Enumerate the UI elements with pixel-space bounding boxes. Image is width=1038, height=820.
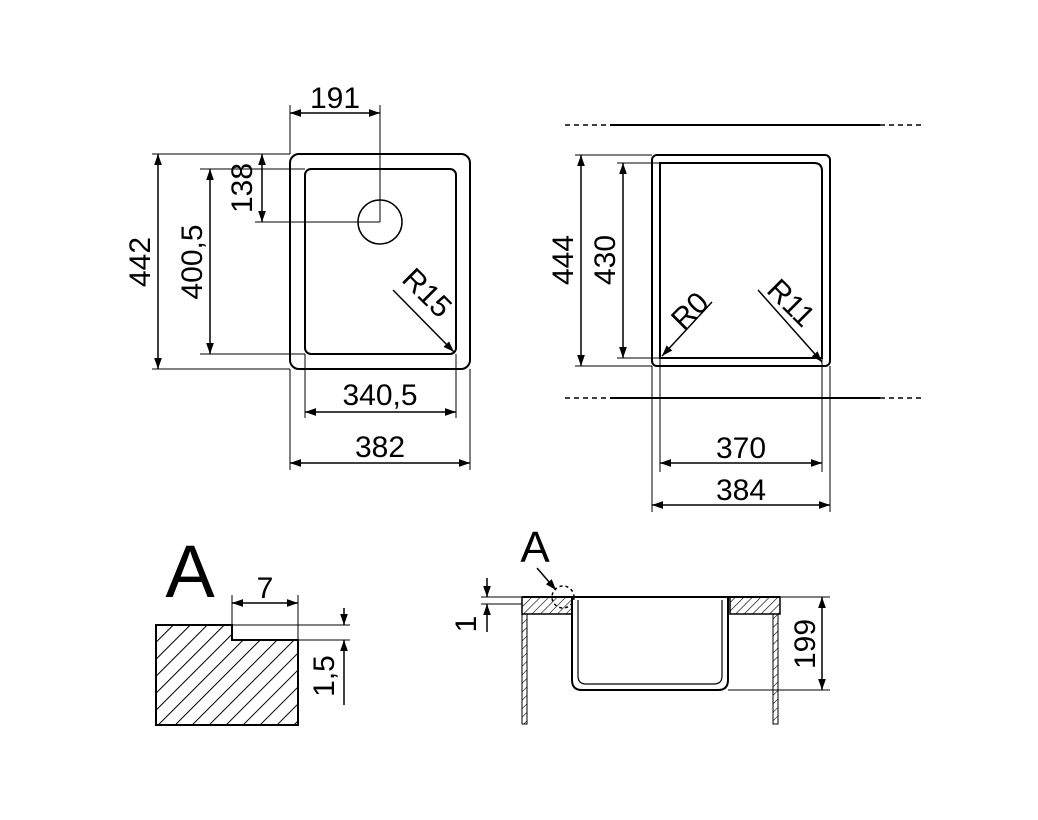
label-r15: R15 [396,262,458,324]
label-384: 384 [716,474,766,507]
label-r11: R11 [760,273,821,334]
label-442: 442 [124,237,157,287]
label-138: 138 [226,163,259,213]
label-r0: R0 [665,286,715,336]
detail-a-callout-circle [551,585,575,609]
radius-leader-r11 [757,289,823,363]
radius-leader-r0 [661,301,713,357]
front-view-inner-bowl [659,162,823,359]
front-view-outer-rim [651,154,831,367]
detail-a-callout-arrow [536,567,557,591]
front-view [565,124,925,512]
cabinet-left-panel [521,613,528,725]
label-191: 191 [310,82,360,115]
detail-a: A 7 1,5 [155,530,350,726]
section-callout-a: A [520,523,550,572]
label-1-5: 1,5 [308,655,341,697]
cabinet-right-panel [772,613,779,725]
label-400-5: 400,5 [176,224,209,299]
sink-bowl-inner [577,600,723,685]
label-340-5: 340,5 [342,379,417,412]
label-199: 199 [789,619,822,669]
top-view-labels: 191 138 442 400,5 R15 340,5 382 [124,82,458,464]
label-1: 1 [450,616,483,633]
label-370: 370 [716,432,766,465]
top-view [152,105,471,470]
front-view-labels: 444 430 R0 R11 370 384 [547,235,821,507]
sink-bowl-outer [571,597,729,691]
label-430: 430 [589,235,622,285]
label-444: 444 [547,235,580,285]
label-382: 382 [355,431,405,464]
section-view: A 1 199 [450,523,830,725]
detail-a-hatched-section [155,624,299,726]
detail-a-title: A [165,530,215,613]
radius-leader-r15 [392,289,455,353]
counter-right-section [729,596,781,615]
label-7: 7 [257,572,274,605]
counter-left-section [521,596,573,615]
